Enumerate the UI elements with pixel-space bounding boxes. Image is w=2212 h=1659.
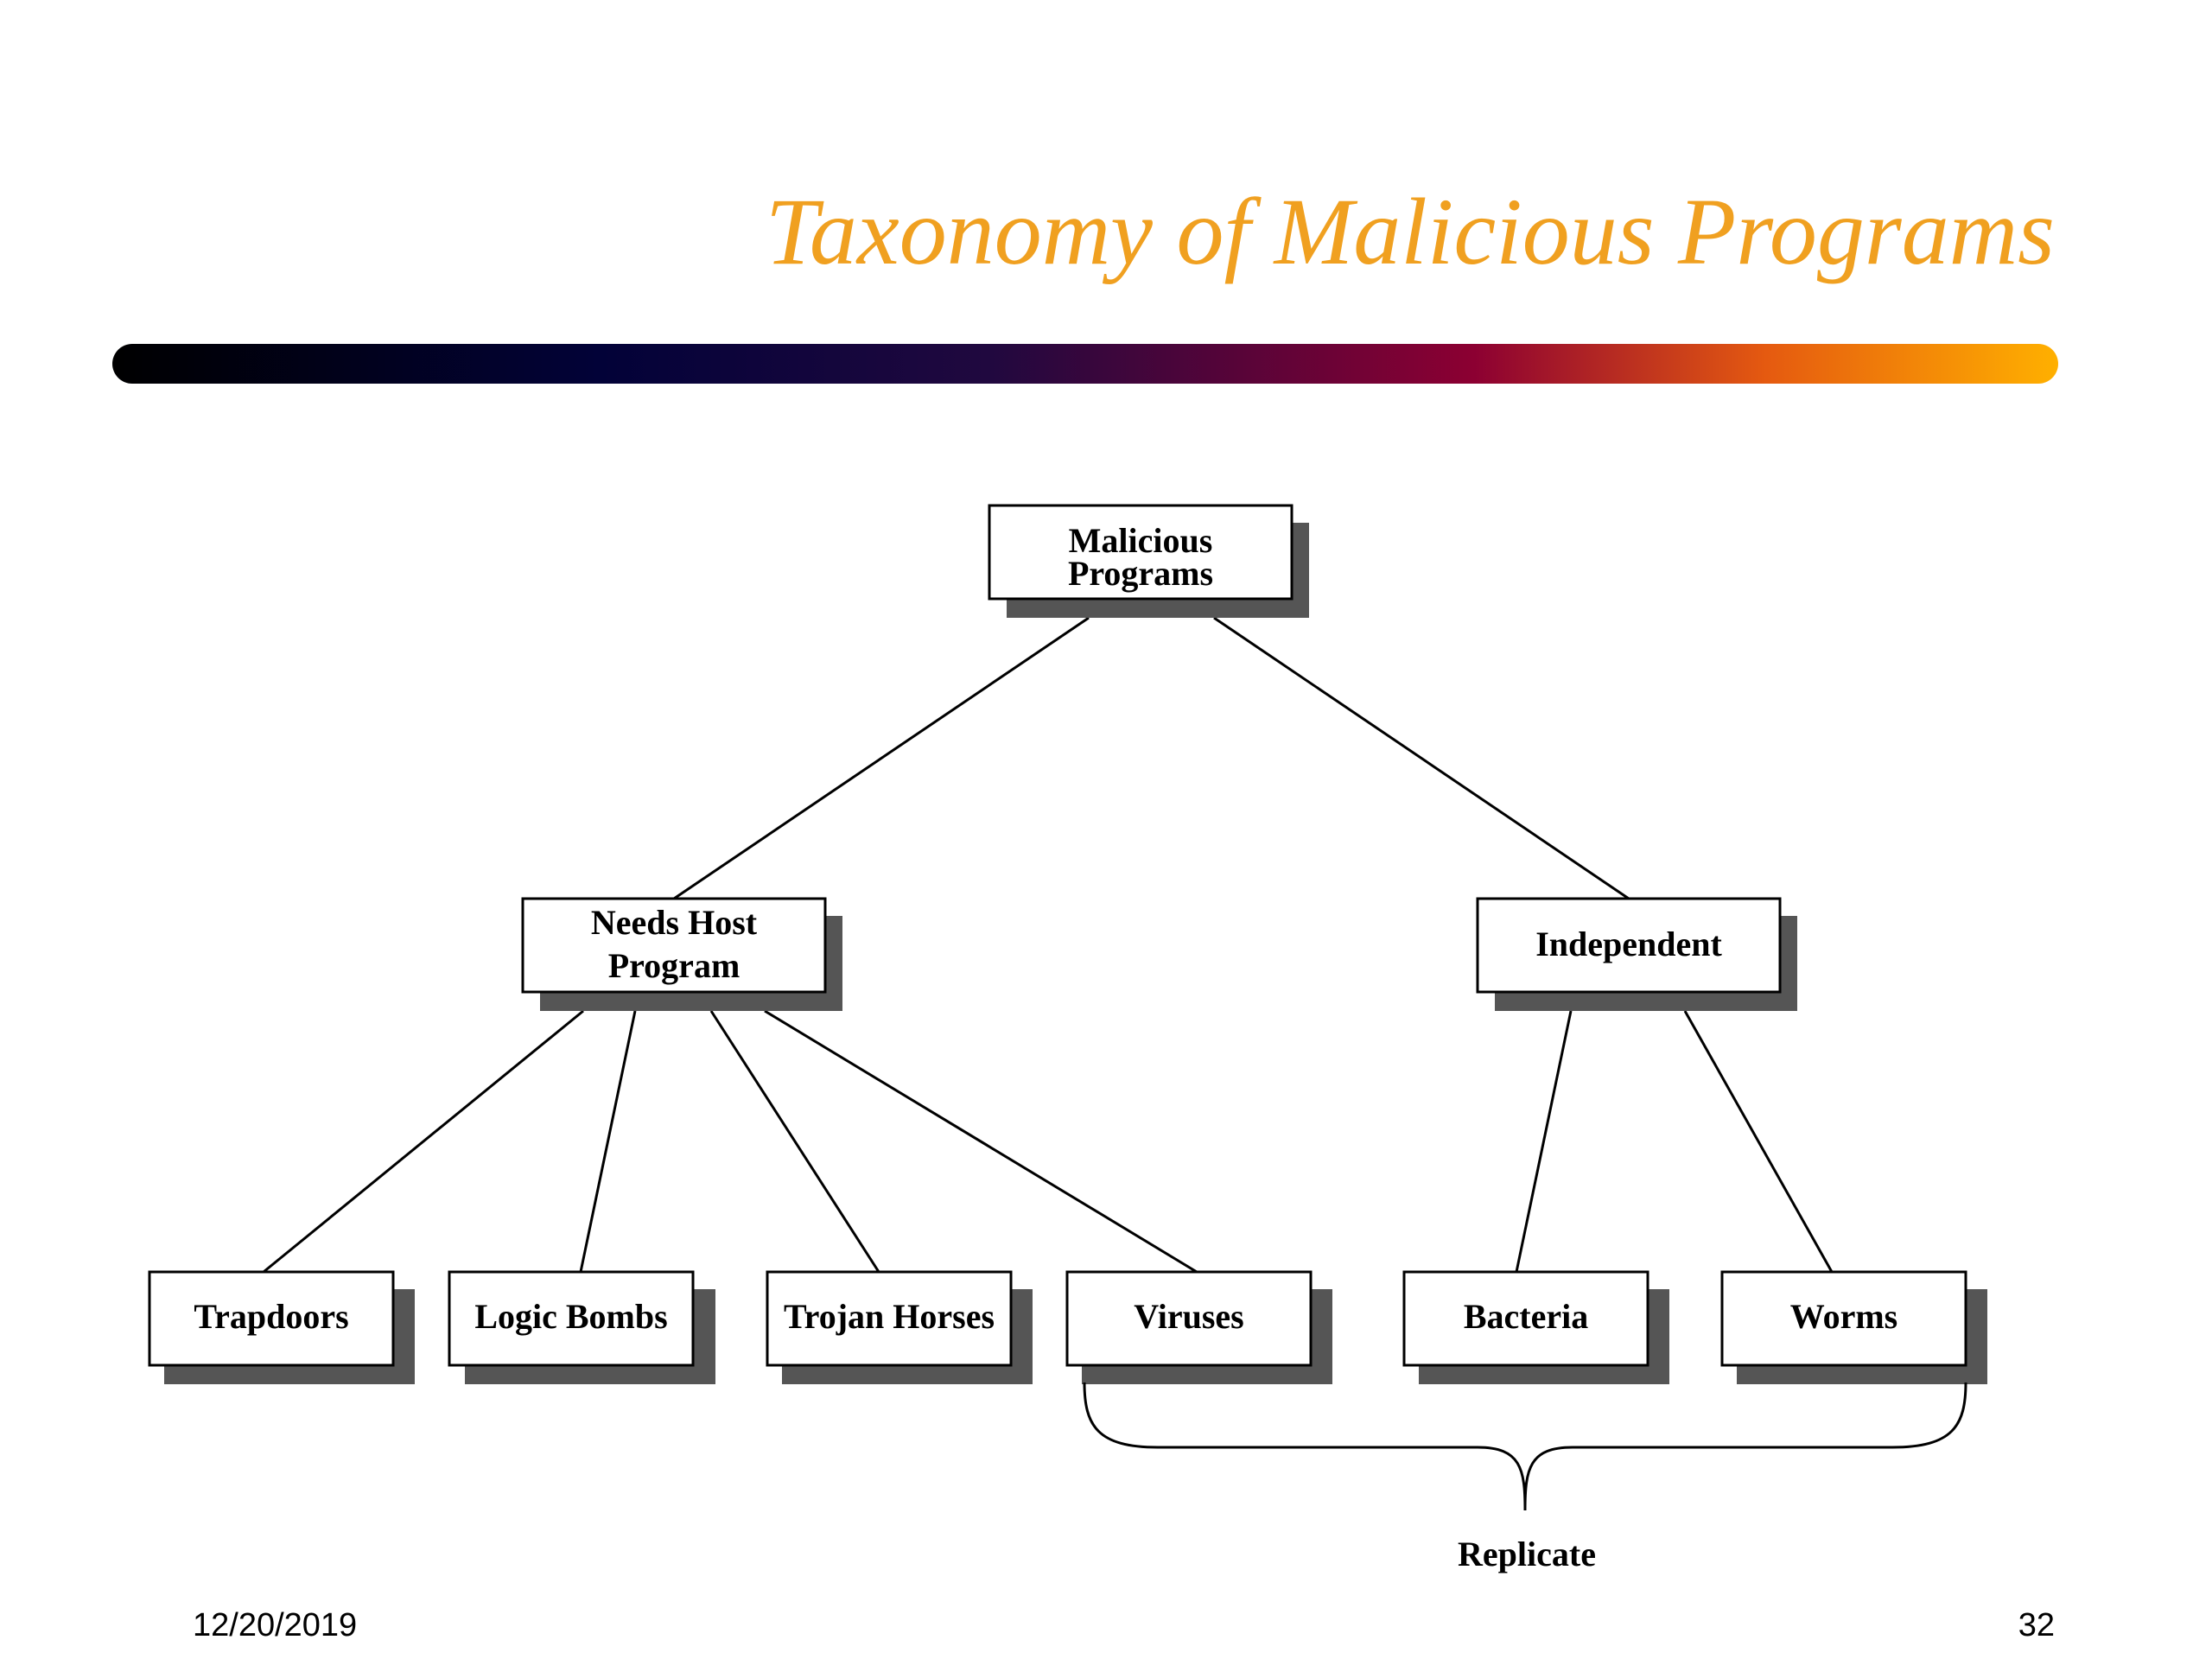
node-trapdoors: Trapdoors — [148, 1270, 415, 1384]
edge-needs-host-trojan-horses — [709, 1010, 880, 1273]
slide-title: Taxonomy of Malicious Programs — [766, 179, 2055, 284]
slide-page-number: 32 — [2018, 1607, 2055, 1643]
replicate-brace — [1083, 1382, 1967, 1511]
edge-needs-host-trapdoors — [263, 1009, 584, 1274]
node-malicious-programs: Malicious Programs — [988, 504, 1309, 618]
replicate-label: Replicate — [1458, 1535, 1596, 1573]
node-trojan-horses: Trojan Horses — [766, 1270, 1033, 1384]
edge-root-independent — [1213, 616, 1630, 900]
node-independent-label: Independent — [1535, 925, 1722, 963]
node-needs-host-program: Needs Host Program — [521, 897, 842, 1011]
node-trapdoors-label: Trapdoors — [194, 1297, 348, 1336]
edge-independent-worms — [1683, 1010, 1834, 1273]
node-worms: Worms — [1720, 1270, 1987, 1384]
node-needs-host-line2: Program — [608, 946, 741, 985]
node-logic-bombs: Logic Bombs — [448, 1270, 715, 1384]
node-viruses: Viruses — [1065, 1270, 1332, 1384]
node-trojan-horses-label: Trojan Horses — [784, 1297, 995, 1336]
node-malicious-programs-line2: Programs — [1068, 554, 1213, 593]
node-viruses-label: Viruses — [1134, 1297, 1243, 1336]
title-divider-bar — [112, 344, 2058, 384]
tree-edges — [263, 616, 1834, 1274]
node-bacteria: Bacteria — [1402, 1270, 1669, 1384]
node-malicious-programs-line1: Malicious — [1069, 521, 1213, 560]
node-independent: Independent — [1476, 897, 1797, 1011]
node-worms-label: Worms — [1790, 1297, 1897, 1336]
node-logic-bombs-label: Logic Bombs — [474, 1297, 667, 1336]
edge-root-needs-host — [673, 616, 1090, 900]
edge-needs-host-viruses — [764, 1009, 1198, 1274]
node-bacteria-label: Bacteria — [1464, 1297, 1588, 1336]
edge-needs-host-logic-bombs — [579, 1010, 637, 1273]
node-needs-host-line1: Needs Host — [591, 903, 758, 942]
edge-independent-bacteria — [1515, 1010, 1573, 1273]
slide-date: 12/20/2019 — [193, 1607, 357, 1643]
